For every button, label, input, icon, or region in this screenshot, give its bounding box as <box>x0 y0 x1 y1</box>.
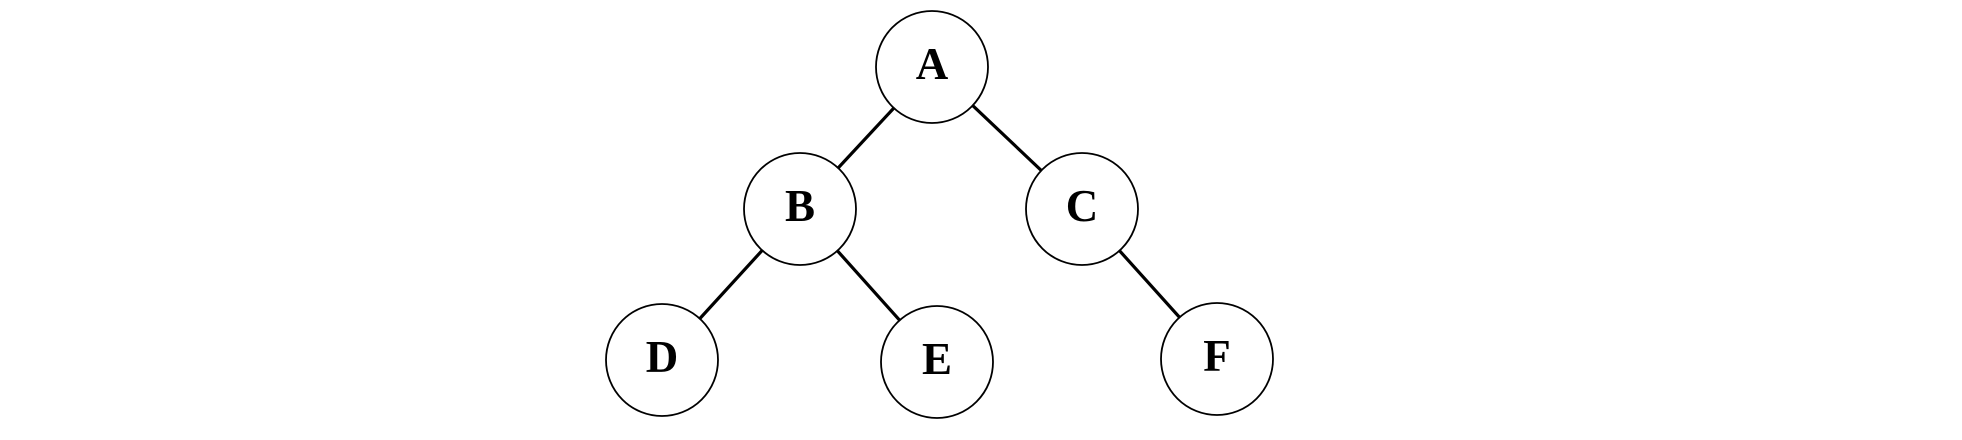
node-circle-E <box>880 305 994 419</box>
node-label-D: D <box>646 332 679 382</box>
node-D: D <box>605 303 719 417</box>
node-circle-D <box>605 303 719 417</box>
node-E: E <box>880 305 994 419</box>
node-circle-F <box>1160 302 1274 416</box>
node-A: A <box>875 10 989 124</box>
node-label-C: C <box>1066 181 1099 231</box>
node-B: B <box>743 152 857 266</box>
node-C: C <box>1025 152 1139 266</box>
node-label-E: E <box>922 334 952 384</box>
node-circle-B <box>743 152 857 266</box>
node-circle-C <box>1025 152 1139 266</box>
node-label-F: F <box>1203 331 1231 381</box>
node-F: F <box>1160 302 1274 416</box>
node-label-B: B <box>785 181 815 231</box>
node-circle-A <box>875 10 989 124</box>
nodes-layer: A B C D E F <box>605 10 1274 419</box>
node-label-A: A <box>916 39 949 89</box>
